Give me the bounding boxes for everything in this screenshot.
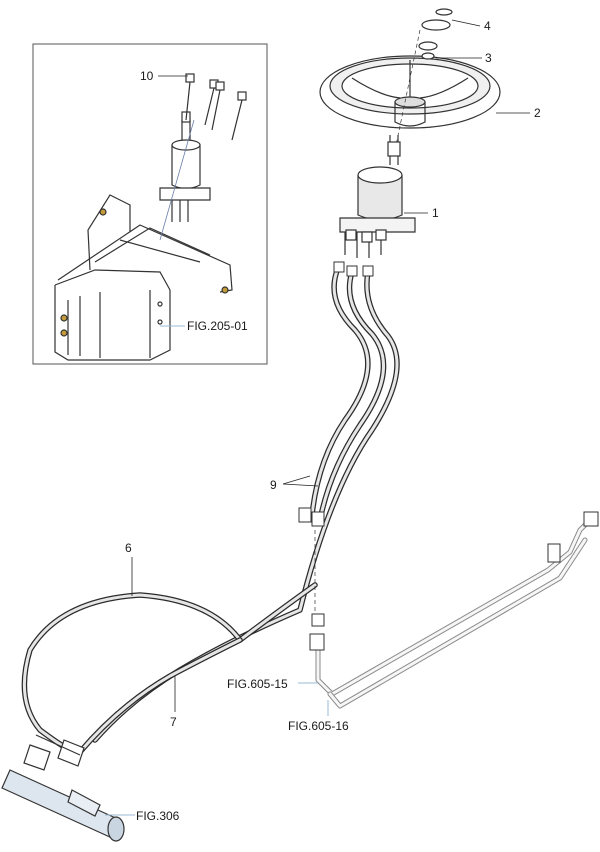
callout-4: 4	[484, 19, 491, 33]
callout-6: 6	[125, 541, 132, 555]
rigid-tubes	[309, 511, 599, 709]
reference-fig-306: FIG.306	[136, 809, 180, 823]
inset-steering-column-detail: 10 FIG.205-01	[32, 43, 268, 365]
leader-9a	[282, 475, 311, 485]
leader-4	[451, 19, 481, 27]
hose-6	[21, 582, 318, 753]
hub-nut-and-washer	[418, 41, 438, 60]
reference-fig-205-01: FIG.205-01	[187, 319, 248, 333]
inset-column-bracket	[54, 194, 233, 361]
callout-2: 2	[534, 106, 541, 120]
horn-cap	[421, 8, 453, 31]
steering-wheel	[319, 55, 501, 129]
reference-fig-605-16: FIG.605-16	[288, 719, 349, 733]
inset-bolts	[159, 73, 247, 241]
hose-7	[77, 637, 243, 755]
callout-10: 10	[140, 69, 154, 83]
callout-3: 3	[485, 51, 492, 65]
callout-7: 7	[170, 715, 177, 729]
callout-9: 9	[270, 478, 277, 492]
steering-cylinder	[1, 734, 125, 842]
reference-fig-605-15: FIG.605-15	[227, 677, 288, 691]
callout-1: 1	[432, 206, 439, 220]
steering-control-unit	[339, 135, 416, 258]
leader-9b	[282, 483, 319, 487]
